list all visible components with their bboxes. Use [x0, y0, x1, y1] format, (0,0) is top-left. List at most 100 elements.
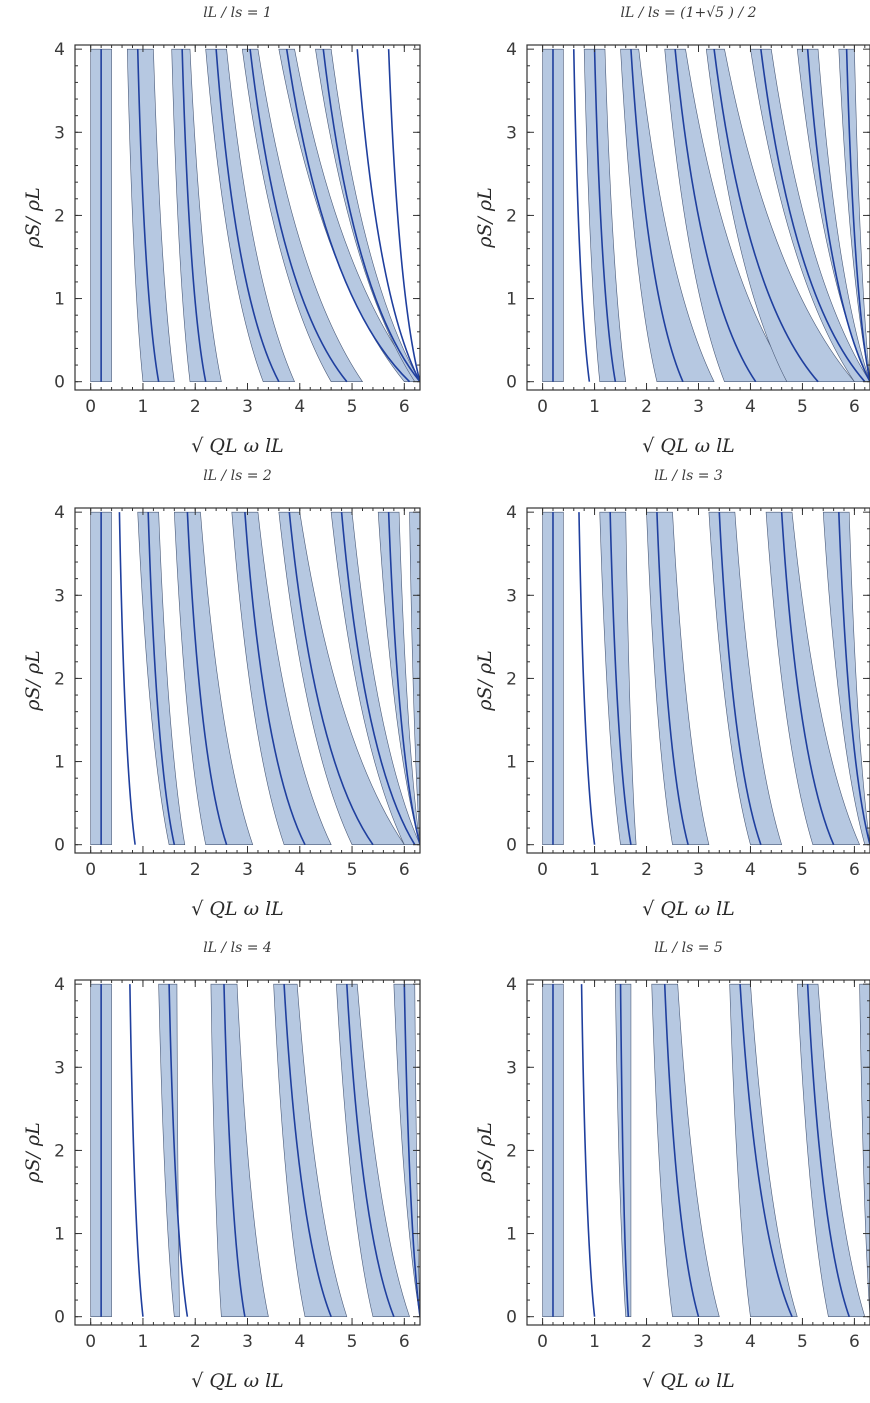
panel-title: lL / ls = 1 — [203, 5, 272, 21]
y-axis-label: ρS/ ρL — [22, 1122, 44, 1183]
x-tick-label: 0 — [537, 397, 548, 417]
x-tick-label: 4 — [745, 1332, 756, 1352]
x-tick-label: 2 — [641, 1332, 652, 1352]
panel-title: lL / ls = 3 — [654, 468, 723, 484]
x-tick-label: 1 — [589, 860, 600, 880]
x-tick-label: 4 — [745, 860, 756, 880]
y-tick-label: 4 — [54, 975, 65, 995]
shaded-band-6 — [822, 511, 870, 845]
x-tick-label: 6 — [849, 397, 860, 417]
shaded-band-5 — [796, 983, 866, 1317]
curve-5 — [718, 512, 762, 845]
x-tick-label: 2 — [190, 397, 201, 417]
x-tick-label: 6 — [399, 860, 410, 880]
y-axis-label: ρS/ ρL — [22, 187, 44, 248]
x-tick-label: 6 — [399, 397, 410, 417]
panel-title: lL / ls = 5 — [654, 940, 723, 956]
plot-area — [90, 983, 420, 1317]
curve-4 — [186, 512, 228, 845]
curve-4 — [215, 49, 280, 383]
x-axis-label: √ QL ω lL — [191, 898, 284, 920]
x-tick-label: 1 — [138, 397, 149, 417]
x-tick-label: 3 — [242, 1332, 253, 1352]
x-tick-label: 1 — [589, 1332, 600, 1352]
curve-7 — [322, 49, 420, 383]
curve-3 — [168, 984, 189, 1317]
x-axis-label: √ QL ω lL — [642, 1370, 735, 1392]
y-tick-label: 0 — [54, 836, 65, 856]
plot-area — [542, 983, 870, 1318]
y-tick-label: 0 — [54, 1308, 65, 1328]
curve-5 — [739, 984, 793, 1318]
shaded-band-4 — [205, 48, 296, 382]
y-tick-label: 4 — [54, 503, 65, 523]
curve-3 — [593, 49, 617, 382]
curve-8 — [806, 49, 870, 383]
x-tick-label: 5 — [347, 1332, 358, 1352]
y-tick-label: 0 — [54, 373, 65, 393]
y-axis-label: ρS/ ρL — [22, 650, 44, 711]
shaded-band-4 — [273, 983, 348, 1317]
y-axis-label: ρS/ ρL — [474, 1122, 496, 1183]
shaded-band-3 — [210, 983, 269, 1317]
y-tick-label: 1 — [54, 753, 65, 773]
shaded-band-5 — [765, 511, 861, 845]
plot-area — [90, 511, 420, 846]
curve-7 — [760, 49, 866, 383]
curve-4 — [663, 984, 700, 1317]
x-tick-label: 1 — [138, 860, 149, 880]
shaded-band-5 — [241, 48, 364, 382]
x-tick-label: 4 — [294, 397, 305, 417]
shaded-band-6 — [278, 48, 420, 382]
curve-8 — [387, 512, 420, 845]
y-tick-label: 3 — [506, 586, 517, 606]
x-tick-label: 1 — [589, 397, 600, 417]
plot-area — [542, 511, 870, 846]
shaded-band-3 — [646, 511, 710, 845]
x-tick-label: 5 — [347, 397, 358, 417]
x-tick-label: 3 — [693, 860, 704, 880]
y-tick-label: 2 — [54, 1141, 65, 1161]
shaded-band-2 — [126, 48, 175, 382]
curve-2 — [580, 984, 596, 1317]
y-tick-label: 1 — [54, 290, 65, 310]
x-tick-label: 5 — [797, 397, 808, 417]
y-axis-label: ρS/ ρL — [474, 187, 496, 248]
curve-9 — [387, 49, 420, 382]
x-axis-label: √ QL ω lL — [191, 435, 284, 457]
x-axis-label: √ QL ω lL — [642, 435, 735, 457]
x-tick-label: 2 — [641, 860, 652, 880]
y-tick-label: 2 — [506, 1141, 517, 1161]
y-tick-label: 1 — [506, 290, 517, 310]
x-tick-label: 0 — [85, 860, 96, 880]
y-tick-label: 3 — [54, 586, 65, 606]
curve-2 — [578, 512, 596, 845]
y-tick-label: 4 — [506, 975, 517, 995]
x-tick-label: 4 — [294, 860, 305, 880]
shaded-band-2 — [583, 48, 627, 382]
y-tick-label: 4 — [54, 40, 65, 60]
shaded-band-7 — [315, 48, 420, 382]
y-tick-label: 3 — [54, 1058, 65, 1078]
curve-3 — [181, 49, 207, 382]
shaded-band-6 — [750, 48, 870, 382]
curve-2 — [118, 512, 136, 845]
curve-2 — [136, 49, 160, 382]
curve-4 — [656, 512, 689, 845]
curve-6 — [288, 512, 374, 846]
x-tick-label: 3 — [693, 397, 704, 417]
x-tick-label: 0 — [85, 397, 96, 417]
x-tick-label: 6 — [849, 1332, 860, 1352]
panel-title: lL / ls = 2 — [203, 468, 272, 484]
curve-5 — [244, 512, 306, 846]
y-tick-label: 2 — [54, 669, 65, 689]
y-tick-label: 3 — [54, 123, 65, 143]
curve-5 — [283, 984, 332, 1317]
y-axis-label: ρS/ ρL — [474, 650, 496, 711]
shaded-band-3 — [620, 48, 715, 382]
y-tick-label: 1 — [54, 1225, 65, 1245]
